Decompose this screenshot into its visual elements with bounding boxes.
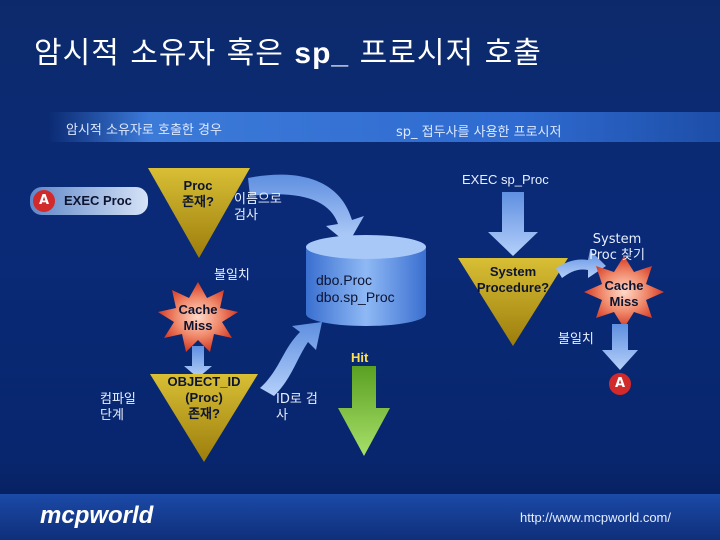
section-label-implicit-owner: 암시적 소유자로 호출한 경우 bbox=[66, 123, 222, 138]
object-id-label: OBJECT_ID(Proc)존재? bbox=[167, 374, 241, 421]
curved-arrow-name-check bbox=[248, 174, 364, 244]
curved-arrow-id-check bbox=[260, 322, 322, 396]
arrow-cache-miss-down bbox=[184, 346, 212, 378]
burst-cache-miss-left bbox=[158, 282, 238, 352]
badge-a-right-label: A bbox=[614, 376, 626, 391]
exec-proc-pill bbox=[30, 187, 148, 215]
funnel-system-procedure bbox=[458, 258, 568, 346]
arrow-to-cache-miss-right bbox=[556, 250, 606, 278]
exec-sp-proc-label: EXEC sp_Proc bbox=[462, 172, 549, 187]
arrow-exec-sp-proc-down bbox=[488, 192, 538, 256]
mcpworld-logo: mcpworld bbox=[40, 502, 154, 529]
hit-label: Hit bbox=[351, 350, 369, 365]
mismatch-right-label: 불일치 bbox=[558, 332, 594, 347]
funnel-proc-exists bbox=[148, 168, 250, 258]
arrow-cache-miss-right-down bbox=[602, 324, 638, 370]
hit-arrow bbox=[338, 366, 390, 456]
database-cylinder bbox=[306, 235, 426, 326]
section-band bbox=[48, 112, 720, 142]
badge-a-left-label: A bbox=[38, 193, 50, 208]
badge-a-right bbox=[609, 373, 631, 395]
page-title: 암시적 소유자 혹은 sp_ 프로시저 호출 bbox=[34, 36, 542, 71]
funnel-object-id bbox=[150, 374, 258, 462]
footer-url: http://www.mcpworld.com/ bbox=[520, 510, 671, 525]
footer-bar bbox=[0, 494, 720, 540]
badge-a-left bbox=[33, 190, 55, 212]
burst-cache-miss-right bbox=[584, 256, 664, 328]
exec-proc-label: EXEC Proc bbox=[64, 193, 132, 208]
section-label-sp-prefix: sp_ 접두사를 사용한 프로시저 bbox=[396, 125, 562, 140]
mismatch-left-label: 불일치 bbox=[214, 268, 250, 283]
